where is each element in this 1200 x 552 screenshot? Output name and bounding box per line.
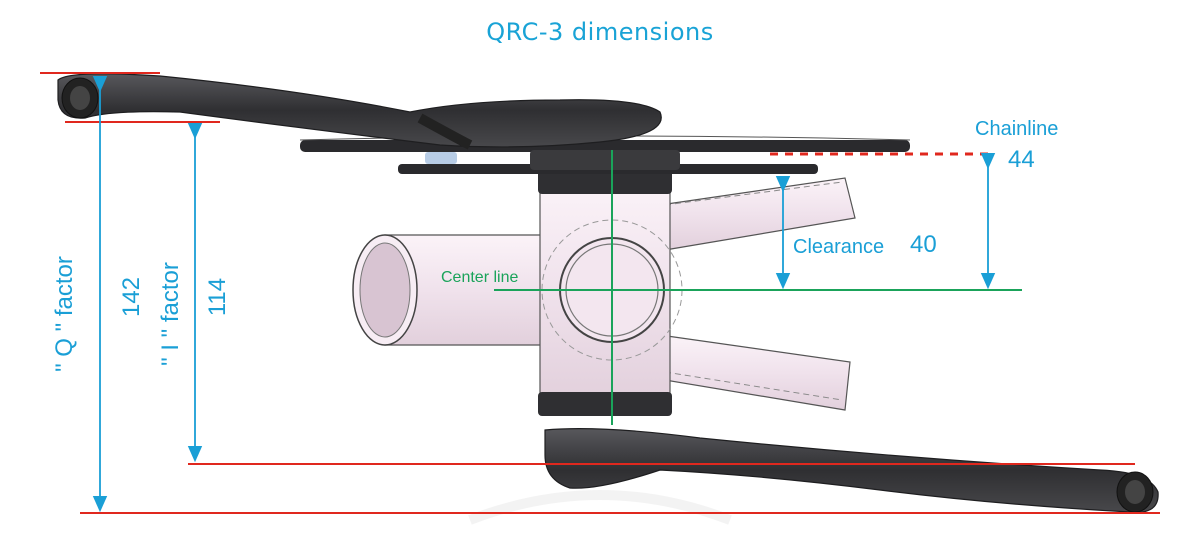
diagram-title: QRC-3 dimensions bbox=[486, 18, 714, 46]
center-lines bbox=[494, 150, 1022, 425]
chainline-value: 44 bbox=[1008, 146, 1035, 173]
drive-side-crank-arm bbox=[57, 73, 662, 150]
bottom-bracket-shell bbox=[538, 168, 683, 416]
q-factor-value: 142 bbox=[118, 276, 145, 318]
reference-lines bbox=[40, 72, 1160, 514]
chainline-label: Chainline bbox=[975, 118, 1059, 140]
i-factor-value: 114 bbox=[204, 277, 231, 317]
dimension-arrows bbox=[92, 76, 996, 513]
clearance-label: Clearance bbox=[793, 236, 885, 258]
q-factor-label: " Q " factor bbox=[51, 256, 78, 372]
down-tube bbox=[352, 234, 561, 346]
chainstays bbox=[659, 177, 856, 411]
i-factor-label: " I " factor bbox=[157, 262, 184, 366]
clearance-value: 40 bbox=[910, 231, 937, 258]
center-line-label: Center line bbox=[441, 269, 519, 286]
chainring-watermark bbox=[468, 490, 732, 525]
